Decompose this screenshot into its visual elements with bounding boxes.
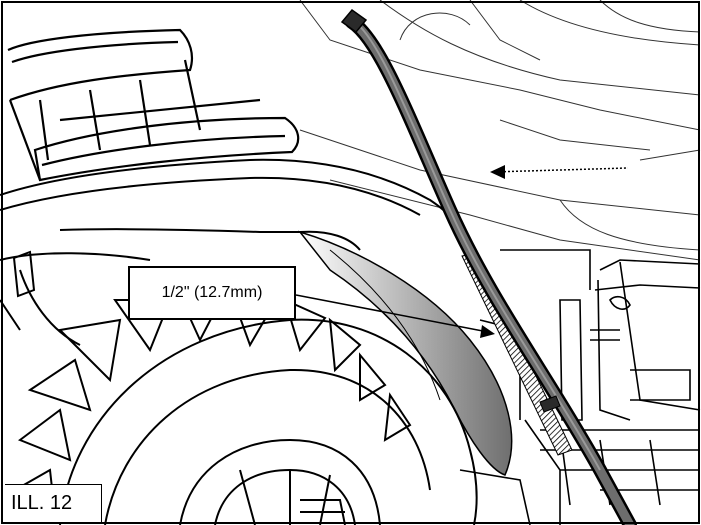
tube-end-cap xyxy=(340,8,368,34)
callout-leader xyxy=(295,294,489,333)
callout-text: 1/2" (12.7mm) xyxy=(161,284,263,301)
cargo-rack xyxy=(7,28,300,182)
direction-arrow-line xyxy=(491,167,629,173)
direction-arrow-head xyxy=(490,165,505,179)
fender-inner xyxy=(297,230,513,476)
body-panels xyxy=(299,0,701,261)
illustration-number-text: ILL. 12 xyxy=(11,492,73,514)
measurement-callout: 1/2" (12.7mm) xyxy=(128,266,296,320)
illustration-number-tag: ILL. 12 xyxy=(5,484,102,522)
